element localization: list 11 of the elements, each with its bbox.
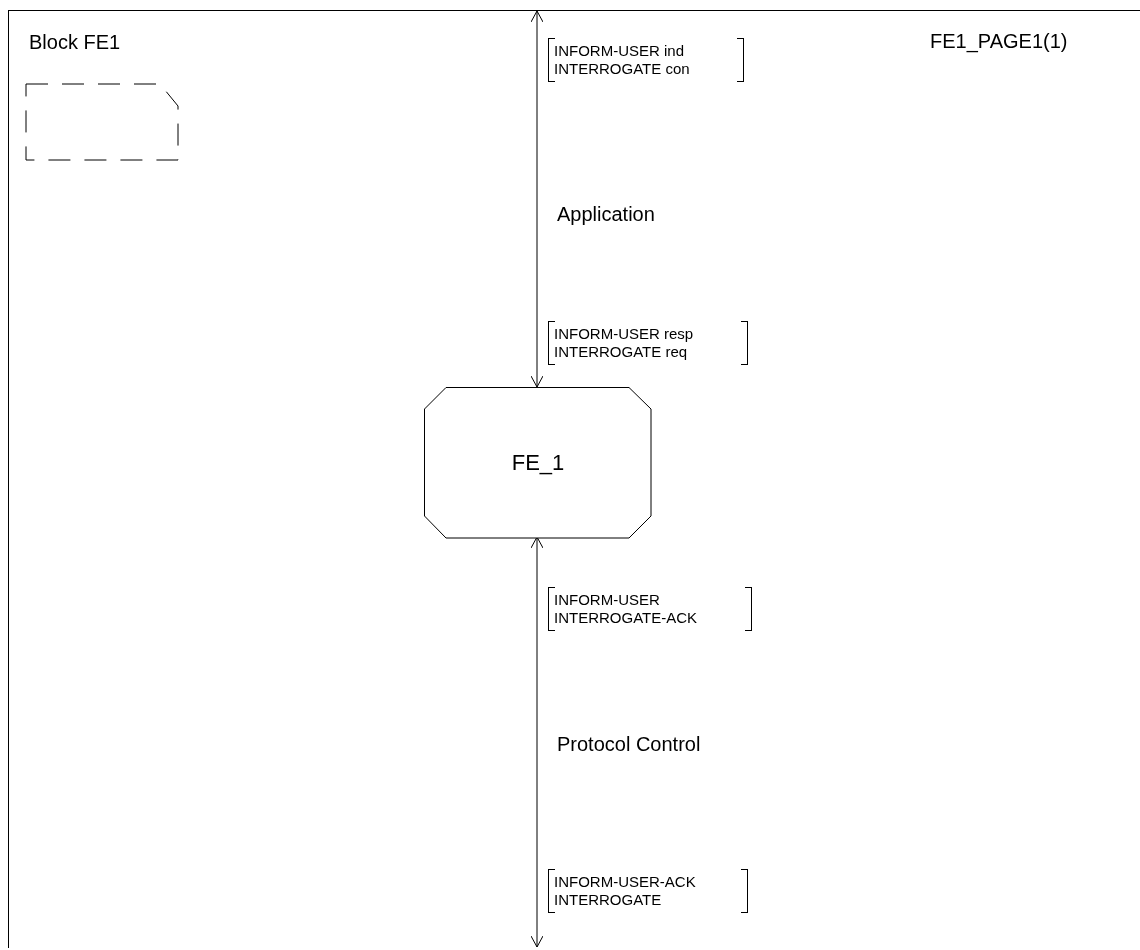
channel-arrow [530,536,544,948]
block-frame [8,10,1140,948]
process-name: FE_1 [511,450,565,476]
signal-list: INFORM-USER ind INTERROGATE con [548,38,744,82]
edge-label: Application [557,203,655,226]
signal-list: INFORM-USER-ACK INTERROGATE [548,869,748,913]
channel-arrow [530,10,544,388]
signal-list: INFORM-USER resp INTERROGATE req [548,321,748,365]
signal-list: INFORM-USER INTERROGATE-ACK [548,587,752,631]
page-number: FE1_PAGE1(1) [930,30,1068,53]
block-heading: Block FE1 [29,31,121,54]
